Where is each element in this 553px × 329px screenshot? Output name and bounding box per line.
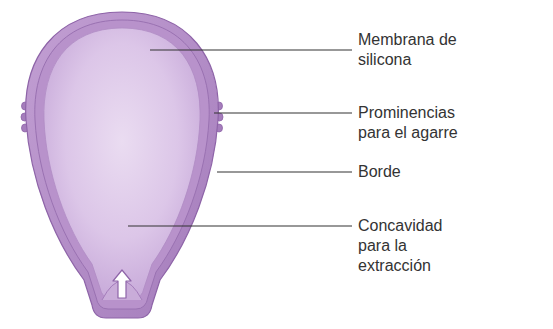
part-label: Membrana de silicona [358,30,488,70]
leader-line [217,171,352,172]
part-label: Concavidad para la extracción [358,216,458,276]
leader-line [150,49,352,50]
leader-line [214,112,352,113]
rim [26,12,219,318]
rim-edge [35,20,209,309]
silicone-membrane [44,28,200,298]
removal-arrow [113,270,131,298]
leader-lines [128,50,352,226]
leader-line [128,225,352,226]
part-label: Prominencias para el agarre [358,103,483,143]
part-label: Borde [358,162,478,182]
